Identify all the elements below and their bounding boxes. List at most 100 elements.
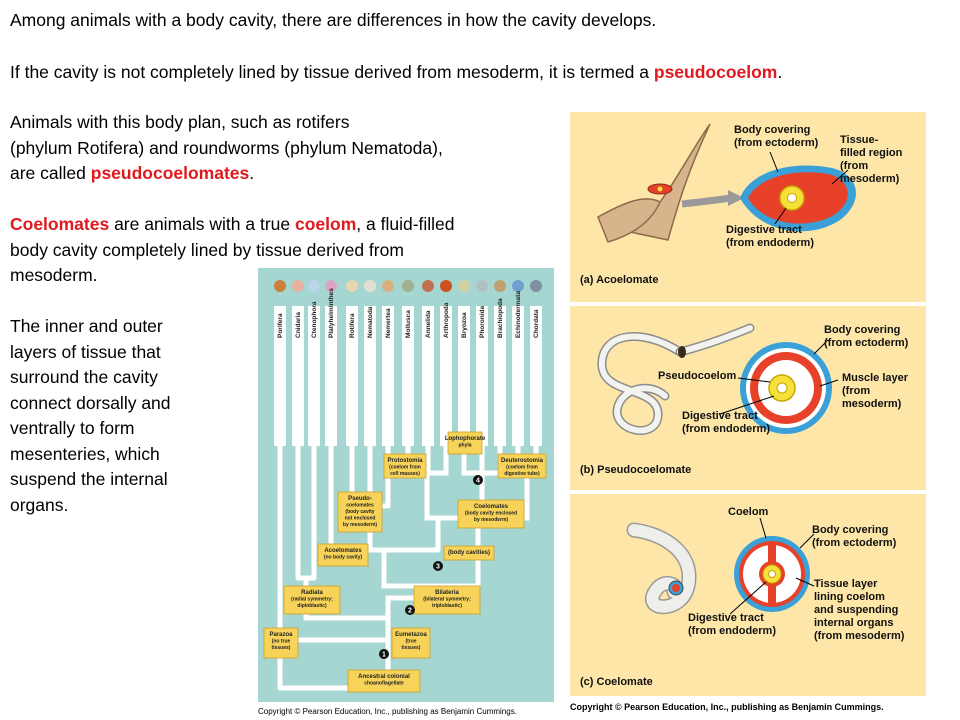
label-digestive-tract-b: Digestive tract (from endoderm) [682, 410, 770, 436]
p5-line: connect dorsally and [10, 392, 171, 413]
parazoa-box [263, 627, 299, 659]
term-pseudocoelom: pseudocoelom [653, 62, 778, 82]
pseudocoelomates-box-text: (body cavity [345, 509, 374, 515]
organism-icon [530, 280, 542, 292]
radiata-box-text: diploblastic) [297, 603, 327, 609]
label-line: (from mesoderm) [814, 630, 905, 642]
acoelomates-box-text: (no body cavity) [324, 555, 363, 561]
lineage-column [292, 306, 304, 446]
label-line: Digestive tract [682, 410, 758, 422]
acoelomates-box [317, 543, 369, 567]
bilateria-box-text: (bilateral symmetry; [423, 597, 471, 603]
phylum-label: Arthropoda [443, 302, 450, 338]
protostomia-box-text: (coelom from [389, 465, 421, 471]
caption-pseudocoelomate: (b) Pseudocoelomate [580, 464, 692, 476]
phylum-label: Cnidaria [295, 312, 302, 338]
pseudocoelomates-box-text: not enclosed [345, 516, 376, 522]
bilateria-box-text: triploblastic) [432, 603, 462, 609]
organism-icon [346, 280, 358, 292]
phylum-label: Annelida [425, 310, 432, 338]
deuterostomia-box-text: digestive tube) [504, 471, 540, 477]
label-line: (from [842, 385, 871, 397]
radiata-box-text: (radial symmetry; [291, 597, 333, 603]
organism-icon [308, 280, 320, 292]
label-line: Body covering [824, 324, 901, 336]
label-line: Tissue- [840, 134, 879, 146]
lineage-column [402, 306, 414, 446]
eumetazoa-box-text: (true [405, 639, 416, 645]
pseudocoelomate-illustration [597, 323, 839, 435]
parazoa-box-text: (no true [272, 639, 291, 645]
organism-icon [402, 280, 414, 292]
organism-icon [458, 280, 470, 292]
coelomates-box [457, 499, 525, 529]
p2-period: . [777, 62, 783, 82]
lineage-column [274, 306, 286, 446]
pseudocoelomate-panel: Body covering (from ectoderm) Pseudocoel… [570, 306, 926, 490]
phylum-label: Phoronida [479, 305, 486, 338]
organism-icon [440, 280, 452, 292]
label-muscle-layer: Muscle layer (from mesoderm) [842, 372, 908, 411]
p4-line-1-rest: , a fluid-filled [356, 214, 455, 234]
pseudocoelomates-box-text: coelomates [346, 503, 374, 509]
label-line: (from endoderm) [688, 625, 776, 637]
phylum-label: Porifera [277, 313, 284, 338]
lineage-column [422, 306, 434, 446]
lineage-column [512, 306, 524, 446]
p4-line-2: body cavity completely lined by tissue d… [10, 239, 404, 260]
protostomia-box [383, 453, 427, 479]
coelomates-box-text: by mesoderm) [474, 517, 509, 523]
deuterostomia-box-text: Deuterostomia [501, 458, 544, 464]
p2-text: If the cavity is not completely lined by… [10, 62, 654, 82]
node-number: 3 [436, 564, 440, 571]
caption-coelomate: (c) Coelomate [580, 676, 653, 688]
lineage-column [364, 306, 376, 446]
lineage-column [325, 306, 337, 446]
label-line: (from ectoderm) [812, 537, 897, 549]
eumetazoa-box-text: Eumetazoa [395, 632, 427, 638]
node-number: 1 [382, 652, 386, 659]
lineage-column [440, 306, 452, 446]
p4-line-3: mesoderm. [10, 265, 98, 285]
deuterostomia-box [497, 453, 547, 479]
p4-line-1: Coelomates are animals with a true coelo… [10, 212, 570, 238]
paragraph-pseudocoelomates: Animals with this body plan, such as rot… [10, 110, 570, 187]
lineage-column [530, 306, 542, 446]
label-line: lining coelom [814, 591, 885, 603]
organism-icon [512, 280, 524, 292]
p1-text: Among animals with a body cavity, there … [10, 10, 657, 30]
p5-line: layers of tissue that [10, 341, 161, 362]
lineage-column [346, 306, 358, 446]
label-line: Tissue layer [814, 578, 878, 590]
node-marker [405, 605, 415, 615]
ancestral-box-text: Ancestral colonial [358, 674, 410, 680]
phylum-label: Bryozoa [461, 312, 468, 338]
eumetazoa-box [391, 627, 431, 659]
label-body-covering-c: Body covering (from ectoderm) [812, 524, 896, 550]
label-line: (from ectoderm) [734, 137, 819, 149]
organism-icon [494, 280, 506, 292]
p4-line-1-mid: are animals with a true [109, 214, 295, 234]
organism-icon [325, 280, 337, 292]
label-line: internal organs [814, 617, 894, 629]
lineage-column [494, 306, 506, 446]
lineage-column [382, 306, 394, 446]
eumetazoa-box-text: tissues) [402, 645, 421, 651]
protostomia-box-text: Protostomia [387, 458, 423, 464]
radiata-box [283, 585, 341, 615]
paragraph-mesenteries: The inner and outer layers of tissue tha… [10, 314, 230, 518]
label-tissue-layer: Tissue layer lining coelom and suspendin… [814, 578, 904, 643]
label-line: (from [840, 160, 869, 172]
organism-icon [364, 280, 376, 292]
lophophorate-box-text: phyla [458, 443, 471, 449]
node-marker [433, 561, 443, 571]
p3-line-1: Animals with this body plan, such as rot… [10, 112, 350, 132]
protostomia-box-text: cell masses) [390, 471, 420, 477]
label-body-covering-a: Body covering (from ectoderm) [734, 124, 818, 150]
coelomates-box-text: Coelomates [474, 504, 509, 510]
phylum-label: Ctenophora [311, 301, 318, 338]
phylum-label: Chordata [533, 309, 540, 338]
label-digestive-tract-a: Digestive tract (from endoderm) [726, 224, 814, 250]
